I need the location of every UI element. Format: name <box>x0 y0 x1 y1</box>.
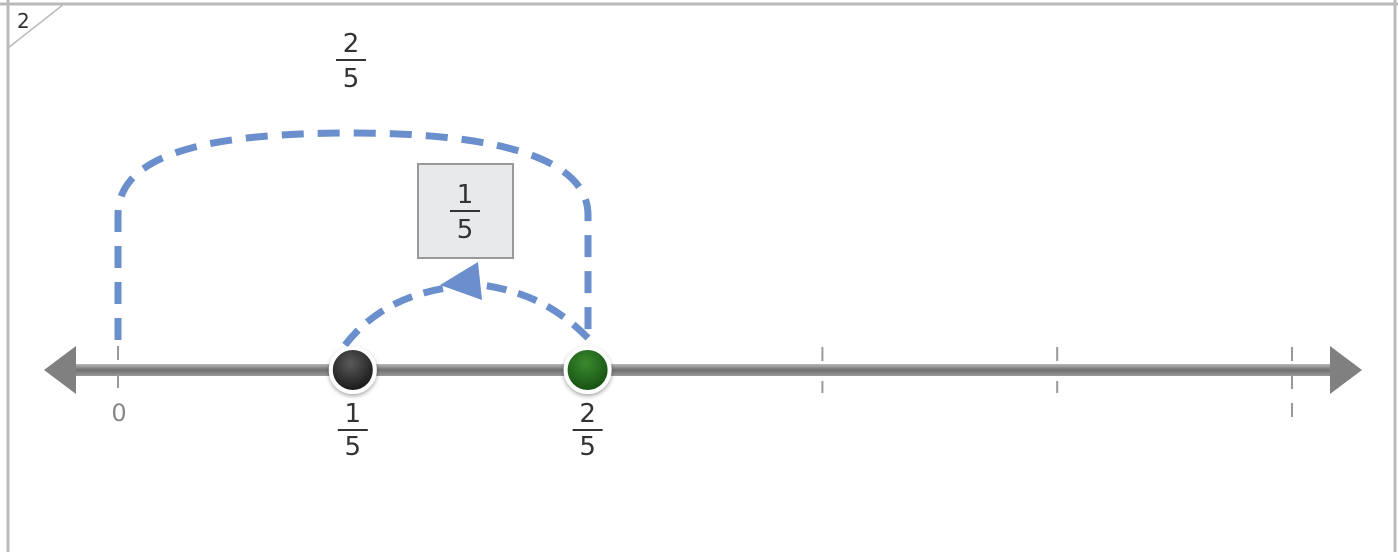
small-jump-denominator: 5 <box>457 215 474 245</box>
point-two-fifths-marker[interactable] <box>563 346 612 394</box>
small-jump-numerator: 1 <box>457 180 474 210</box>
small-jump-box: 1 5 <box>417 163 514 259</box>
big-jump-arc <box>114 129 592 340</box>
point-two-fifths-denominator: 5 <box>579 432 596 462</box>
big-jump-numerator: 2 <box>343 29 360 59</box>
point-two-fifths-numerator: 2 <box>579 399 596 429</box>
big-jump-denominator: 5 <box>343 64 360 94</box>
small-jump-arrowhead <box>440 262 482 300</box>
point-one-fifth-marker[interactable] <box>328 346 377 394</box>
point-one-fifth-numerator: 1 <box>345 399 362 429</box>
big-jump-fraction: 2 5 <box>336 29 366 94</box>
number-line <box>44 346 1362 420</box>
axis-bar <box>70 364 1335 376</box>
point-one-fifth-denominator: 5 <box>345 432 362 462</box>
right-arrow-icon <box>1330 346 1362 394</box>
axis-ticks <box>117 346 1293 420</box>
point-two-fifths[interactable]: 25 <box>563 346 612 462</box>
zero-label: 0 <box>111 399 126 427</box>
small-jump-arc <box>342 281 591 348</box>
point-one-fifth[interactable]: 15 <box>328 346 377 462</box>
left-arrow-icon <box>44 346 76 394</box>
panel-number: 2 <box>17 9 30 33</box>
